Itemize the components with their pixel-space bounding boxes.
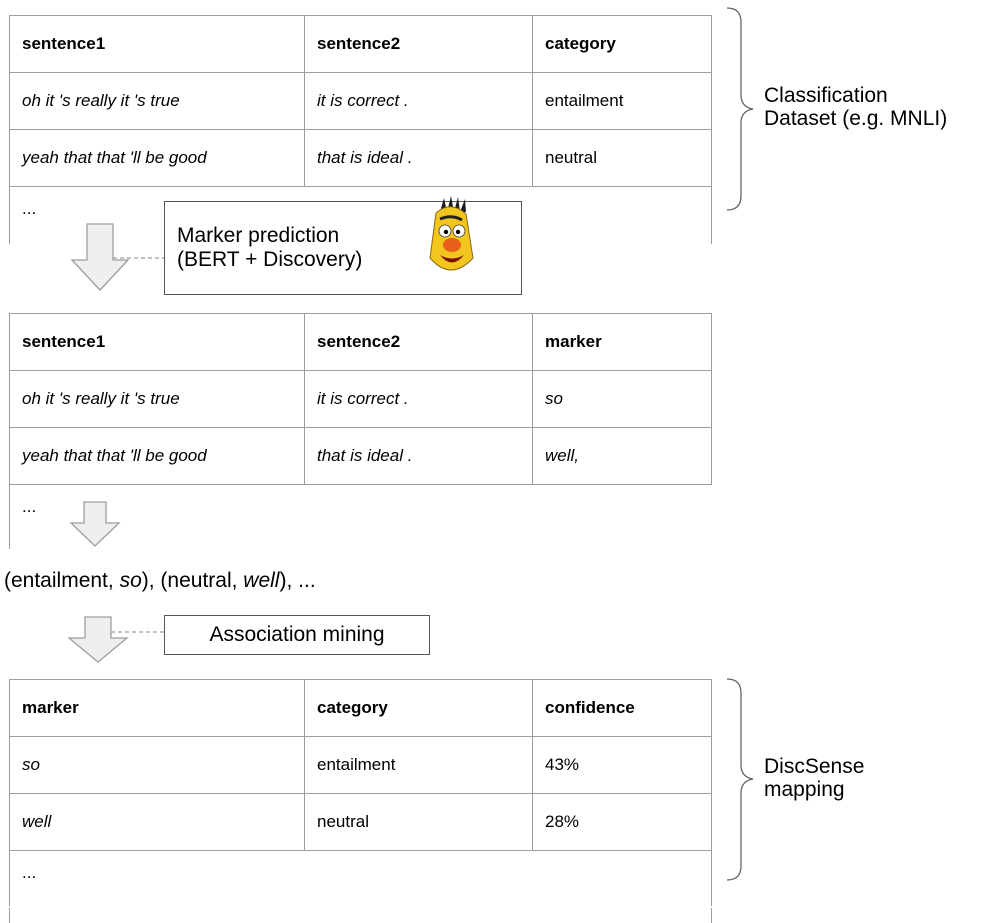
brace-label-line: DiscSense [764, 755, 864, 778]
step-label: Marker prediction [177, 224, 339, 247]
pairs-marker: well [243, 569, 279, 592]
pairs-line: (entailment, so), (neutral, well), ... [4, 569, 316, 592]
right-brace-icon [727, 8, 753, 210]
brace-label-line: mapping [764, 778, 864, 801]
pairs-marker: so [120, 569, 142, 592]
pairs-text: (entailment, [4, 569, 120, 592]
step-label: (BERT + Discovery) [177, 248, 362, 271]
down-arrow-icon [69, 617, 127, 662]
step-label: Association mining [165, 623, 429, 646]
down-arrow-icon [72, 224, 128, 290]
marker-prediction-box: Marker prediction (BERT + Discovery) [164, 201, 522, 295]
brace-label-line: Classification [764, 84, 947, 107]
right-brace-icon [727, 679, 753, 880]
brace-label-classification: Classification Dataset (e.g. MNLI) [764, 84, 947, 130]
down-arrow-icon [71, 502, 119, 546]
pairs-text: ), ... [279, 569, 315, 592]
association-mining-box: Association mining [164, 615, 430, 655]
brace-label-line: Dataset (e.g. MNLI) [764, 107, 947, 130]
pairs-text: ), (neutral, [142, 569, 244, 592]
brace-label-discsense: DiscSense mapping [764, 755, 864, 801]
